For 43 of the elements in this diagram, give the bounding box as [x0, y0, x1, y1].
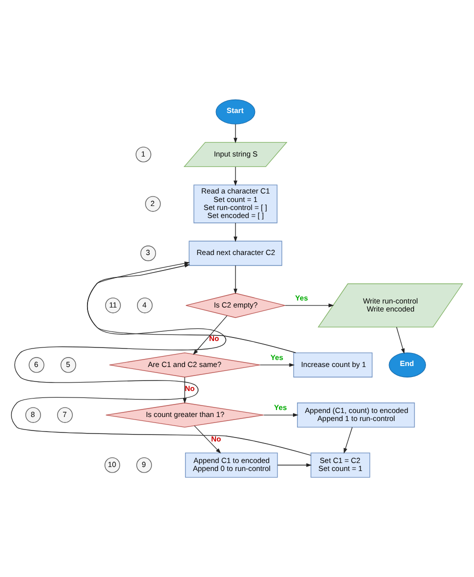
arrow	[263, 413, 298, 417]
arrow	[234, 166, 238, 186]
node-circle: 3	[140, 246, 156, 262]
node-box: Append (C1, count) to encoded Append 1 to run-control	[297, 402, 415, 428]
node-diamond: Are C1 and C2 same?	[109, 352, 260, 378]
node-box: Set C1 = C2 Set count = 1	[310, 452, 370, 478]
node-diamond: Is C2 empty?	[186, 292, 286, 318]
node-box: Read next character C2	[188, 240, 282, 266]
edge-label: No	[209, 334, 220, 344]
edge-label: Yes	[270, 353, 284, 362]
node-box: Increase count by 1	[293, 352, 372, 378]
node-circle: 4	[137, 298, 153, 314]
node-circle: 9	[136, 457, 152, 473]
node-ellipse: Start	[216, 99, 256, 124]
arrow	[260, 363, 295, 367]
arrow	[234, 124, 238, 144]
arrow	[10, 264, 312, 456]
node-circle: 7	[57, 407, 73, 423]
node-circle: 1	[136, 146, 152, 162]
edge-label: Yes	[274, 403, 287, 412]
edge-label: No	[184, 384, 195, 394]
edge-label: No	[211, 434, 222, 444]
node-ellipse: End	[388, 352, 426, 378]
node-circle: 2	[145, 196, 161, 212]
node-box: Read a character C1 Set count = 1 Set run-control = [ ] Set encoded = [ ]	[194, 184, 278, 224]
arrow	[396, 326, 405, 354]
arrow	[182, 376, 187, 404]
node-circle: 10	[104, 457, 120, 473]
arrow	[284, 304, 334, 308]
arrow	[344, 426, 353, 454]
node-box: Append C1 to encoded Append 0 to run-control	[185, 452, 278, 478]
node-circle: 11	[105, 298, 121, 314]
node-circle: 6	[28, 357, 44, 373]
arrow	[234, 265, 238, 294]
node-circle: 5	[60, 357, 76, 373]
node-diamond: Is count greater than 1?	[106, 402, 264, 428]
arrow	[192, 315, 228, 355]
arrow	[277, 463, 312, 468]
arrow	[86, 262, 296, 354]
node-circle: 8	[25, 407, 41, 423]
arrow	[234, 222, 238, 242]
edge-label: Yes	[295, 294, 308, 303]
arrow	[194, 425, 221, 454]
